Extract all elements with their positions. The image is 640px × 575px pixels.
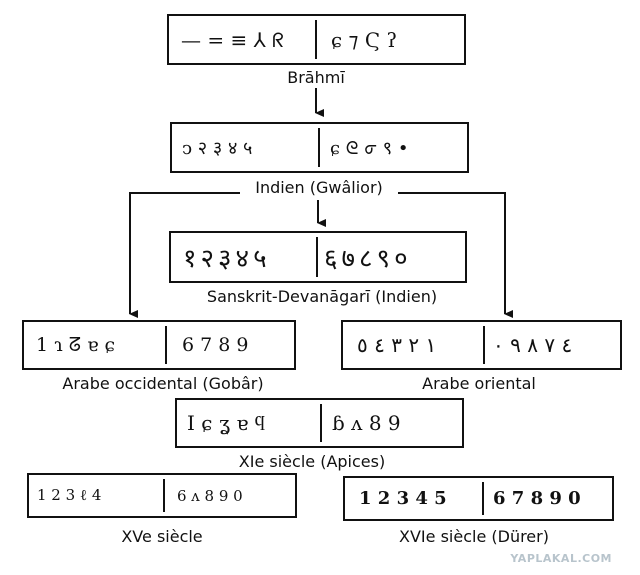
numeral-divider — [163, 479, 165, 512]
watermark: YAPLAKAL.COM — [510, 552, 612, 565]
xvie-siecle-box: 1 2 3 4 5 6 7 8 9 0 — [343, 476, 614, 521]
xve-siecle-right-numerals: 6 ᴧ 8 9 0 — [177, 486, 243, 505]
arabe-oriental-left-numerals: ١ ٢ ٣ ٤ ٥ — [357, 333, 437, 357]
xie-siecle-label: XIe siècle (Apices) — [238, 452, 386, 471]
sanskrit-left-numerals: १२३४५ — [183, 244, 271, 274]
gwalior-box: ͻ २ ३ ४ ५ ɕ ᘓ ᓂ ९ • — [170, 122, 469, 173]
numeral-divider — [482, 482, 484, 515]
xie-siecle-box: I ɕ ʓ ɐ ϥ ɓ ᴧ 8 9 — [175, 398, 464, 448]
xvie-siecle-label: XVIe siècle (Dürer) — [399, 527, 549, 546]
gwalior-left-numerals: ͻ २ ३ ४ ५ — [182, 137, 253, 159]
brahmi-right-numerals: ɕ ⁊ Ϛ ʔ — [331, 27, 398, 52]
xve-siecle-box: 1 2 3 ℓ 4 6 ᴧ 8 9 0 — [27, 473, 297, 518]
arabe-occidental-left-numerals: 1 ɿ ᘔ ɐ ɕ — [36, 334, 116, 356]
sanskrit-box: १२३४५ ६७८९० — [169, 231, 467, 283]
sanskrit-right-numerals: ६७८९० — [324, 244, 412, 274]
brahmi-label: Brāhmī — [287, 68, 345, 87]
numeral-divider — [315, 20, 317, 59]
sanskrit-label: Sanskrit-Devanāgarī (Indien) — [206, 287, 438, 306]
xve-siecle-label: XVe siècle — [121, 527, 203, 546]
arabe-oriental-right-numerals: ٤ ٧ ٨ ٩ ٠ — [493, 333, 573, 357]
xie-siecle-right-numerals: ɓ ᴧ 8 9 — [332, 411, 401, 435]
brahmi-box: — = ≡ ⅄ ᖇ ɕ ⁊ Ϛ ʔ — [167, 14, 466, 65]
gwalior-right-numerals: ɕ ᘓ ᓂ ९ • — [330, 137, 409, 159]
numeral-divider — [320, 404, 322, 442]
numeral-divider — [316, 237, 318, 277]
arabe-oriental-label: Arabe oriental — [422, 374, 536, 393]
xvie-siecle-right-numerals: 6 7 8 9 0 — [493, 488, 581, 509]
numeral-divider — [318, 128, 320, 167]
xve-siecle-left-numerals: 1 2 3 ℓ 4 — [37, 486, 102, 504]
arabe-occidental-box: 1 ɿ ᘔ ɐ ɕ 6 7 8 9 — [22, 320, 296, 370]
brahmi-left-numerals: — = ≡ ⅄ ᖇ — [181, 27, 285, 52]
xvie-siecle-left-numerals: 1 2 3 4 5 — [359, 488, 447, 509]
arrow-gwalior-to-arabe-occidental — [129, 192, 240, 318]
arabe-occidental-right-numerals: 6 7 8 9 — [182, 334, 249, 356]
gwalior-label: Indien (Gwâlior) — [255, 178, 383, 197]
numeral-divider — [483, 326, 485, 364]
arabe-occidental-label: Arabe occidental (Gobâr) — [62, 374, 264, 393]
numeral-divider — [165, 326, 167, 364]
xie-siecle-left-numerals: I ɕ ʓ ɐ ϥ — [187, 410, 266, 435]
arrow-gwalior-to-arabe-oriental — [398, 192, 513, 318]
arabe-oriental-box: ١ ٢ ٣ ٤ ٥ ٤ ٧ ٨ ٩ ٠ — [341, 320, 622, 370]
